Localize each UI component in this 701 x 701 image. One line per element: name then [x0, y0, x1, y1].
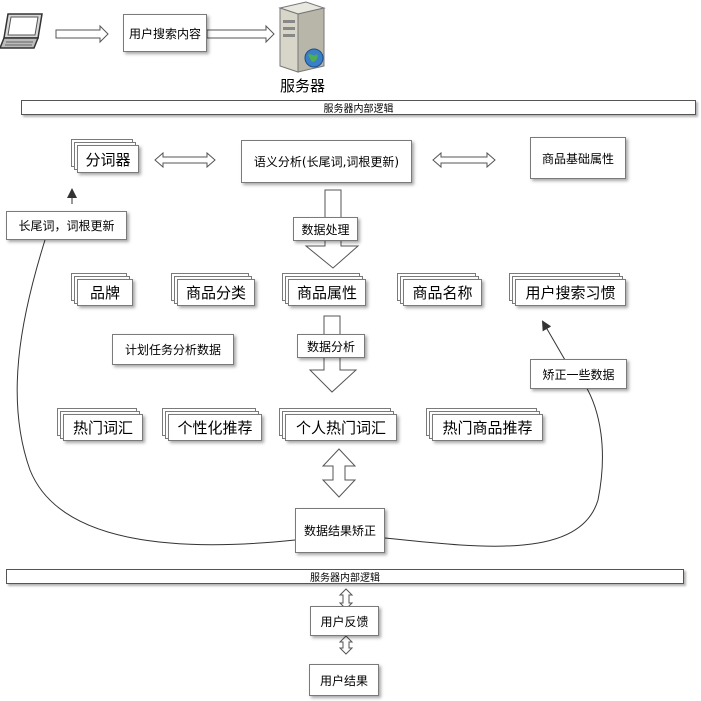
- user-feedback-box: 用户反馈: [310, 606, 379, 636]
- laptop-icon: [0, 13, 43, 49]
- left-note-label: 长尾词，词根更新: [18, 219, 115, 233]
- right-feedback-curve: [384, 384, 603, 547]
- user-result-label: 用户结果: [319, 673, 368, 688]
- arrow-feedback-result: [338, 635, 354, 655]
- product-basic-attr-label: 商品基础属性: [541, 151, 614, 166]
- server-logic-bar-bottom-label: 服务器内部逻辑: [310, 573, 380, 584]
- data-analysis-label: 数据分析: [306, 339, 355, 354]
- result-correction-label: 数据结果矫正: [303, 524, 376, 538]
- attribute-box: 商品属性: [288, 279, 366, 306]
- hot-words-stack: 热门词汇: [57, 408, 143, 441]
- right-note-label: 矫正一些数据: [542, 367, 615, 382]
- attribute-stack: 商品属性: [282, 273, 366, 306]
- brand-box: 品牌: [77, 279, 133, 306]
- vertical-double-arrow: [321, 448, 357, 498]
- user-search-box: 用户搜索内容: [123, 14, 207, 52]
- personal-hot-words-stack: 个人热门词汇: [279, 408, 397, 441]
- hot-words-box: 热门词汇: [63, 414, 143, 441]
- plan-task-label: 计划任务分析数据: [124, 343, 221, 357]
- hot-products-box: 热门商品推荐: [432, 414, 543, 441]
- category-stack: 商品分类: [171, 273, 255, 306]
- semantic-analysis-box: 语义分析(长尾词,词根更新): [241, 140, 412, 183]
- server-logic-bar-top-label: 服务器内部逻辑: [323, 104, 394, 115]
- server-logic-bar-top: 服务器内部逻辑: [21, 100, 696, 115]
- category-box: 商品分类: [177, 279, 255, 306]
- arrow-laptop-to-search: [55, 24, 109, 44]
- personalized-box: 个性化推荐: [168, 414, 262, 441]
- personalized-stack: 个性化推荐: [162, 408, 262, 441]
- brand-stack: 品牌: [71, 273, 133, 306]
- tokenizer-box: 分词器: [77, 145, 139, 173]
- user-result-box: 用户结果: [309, 664, 379, 696]
- double-arrow-tokenizer-semantic: [154, 151, 216, 169]
- server-icon: [278, 1, 326, 73]
- server-logic-bar-bottom: 服务器内部逻辑: [6, 569, 684, 584]
- plan-task-box: 计划任务分析数据: [112, 334, 234, 365]
- user-feedback-label: 用户反馈: [320, 614, 369, 629]
- user-search-label: 用户搜索内容: [128, 26, 201, 41]
- right-note-box: 矫正一些数据: [530, 359, 627, 389]
- product-basic-attr-box: 商品基础属性: [530, 137, 626, 179]
- server-label: 服务器: [280, 77, 326, 95]
- data-analysis-box: 数据分析: [297, 334, 365, 358]
- data-processing-box: 数据处理: [293, 217, 358, 241]
- arrow-search-to-server: [206, 24, 275, 44]
- left-feedback-curve: [16, 239, 296, 546]
- left-note-box: 长尾词，词根更新: [6, 211, 127, 240]
- product-name-box: 商品名称: [403, 279, 482, 306]
- semantic-analysis-label: 语义分析(长尾词,词根更新): [253, 155, 400, 169]
- hot-products-stack: 热门商品推荐: [426, 408, 543, 441]
- product-name-stack: 商品名称: [397, 273, 482, 306]
- personal-hot-words-box: 个人热门词汇: [285, 414, 397, 441]
- search-habit-stack: 用户搜索习惯: [509, 273, 626, 306]
- result-correction-box: 数据结果矫正: [295, 508, 385, 553]
- search-habit-box: 用户搜索习惯: [515, 279, 626, 306]
- double-arrow-semantic-product: [432, 151, 496, 169]
- tokenizer-stack: 分词器: [71, 139, 139, 173]
- data-processing-label: 数据处理: [301, 222, 350, 237]
